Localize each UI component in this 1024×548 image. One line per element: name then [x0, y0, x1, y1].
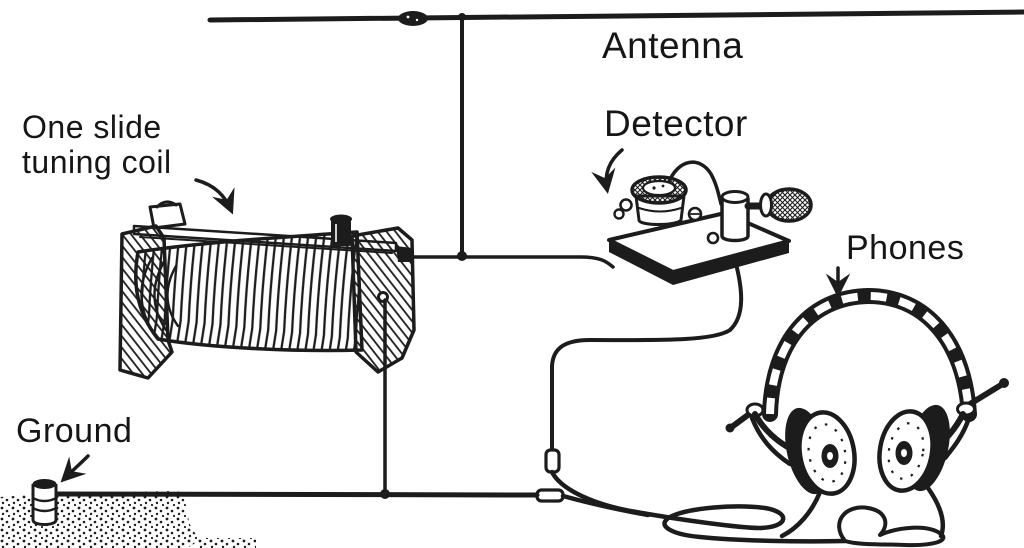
ground-junction-dot: [380, 489, 390, 499]
phone-tip-lower: [535, 488, 565, 503]
detector-base-edge: [609, 240, 673, 285]
coil-left-post: [148, 202, 187, 230]
detector-knob-icon: [765, 187, 813, 223]
coil-wire-junction-dot: [457, 251, 467, 261]
left-adjuster-rod: [725, 402, 765, 433]
coil-label-line1: One slide: [22, 109, 162, 145]
phone-tip-upper: [544, 448, 561, 474]
left-earpiece-icon: [785, 407, 857, 496]
detector-adjuster: [687, 187, 813, 245]
ground-pipe-icon: [31, 479, 58, 526]
coil-to-detector-wire: [408, 255, 615, 269]
ground-arrow-icon: [60, 454, 90, 483]
antenna-insulator-icon: [398, 11, 428, 26]
detector-catwhisker-icon: [666, 160, 723, 206]
coil-label-line2: tuning coil: [22, 143, 172, 180]
headphones: [725, 288, 1009, 496]
right-earpiece-icon: [877, 404, 950, 493]
detector-arrow-icon: [591, 148, 624, 194]
coil-output-terminal: [396, 246, 414, 262]
phones-label: Phones: [846, 229, 965, 267]
ground-bus-wire: [54, 491, 540, 498]
ground-soil-texture-2: [198, 538, 256, 548]
ground-connection: [0, 479, 540, 548]
one-slide-tuning-coil: [118, 200, 615, 494]
antenna-wire: [207, 9, 1024, 258]
crystal-detector: [550, 160, 813, 452]
ground-label: Ground: [16, 412, 133, 450]
antenna-label: Antenna: [602, 25, 744, 66]
cord-coil-blob: [837, 505, 946, 548]
ground-soil-texture: [0, 491, 198, 548]
detector-to-phones-wire: [550, 258, 744, 452]
coil-label: One slide tuning coil: [22, 110, 172, 179]
label-arrows: [60, 148, 851, 483]
headphone-cord: [549, 469, 946, 548]
coil-arrow-icon: [194, 178, 235, 215]
detector-crystal-cup: [613, 175, 688, 226]
detector-label: Detector: [604, 103, 748, 144]
phone-tip-connectors: [535, 448, 565, 503]
headband-icon: [762, 288, 977, 422]
coil-windings: [134, 230, 364, 353]
coil-binding-post: [330, 214, 352, 246]
